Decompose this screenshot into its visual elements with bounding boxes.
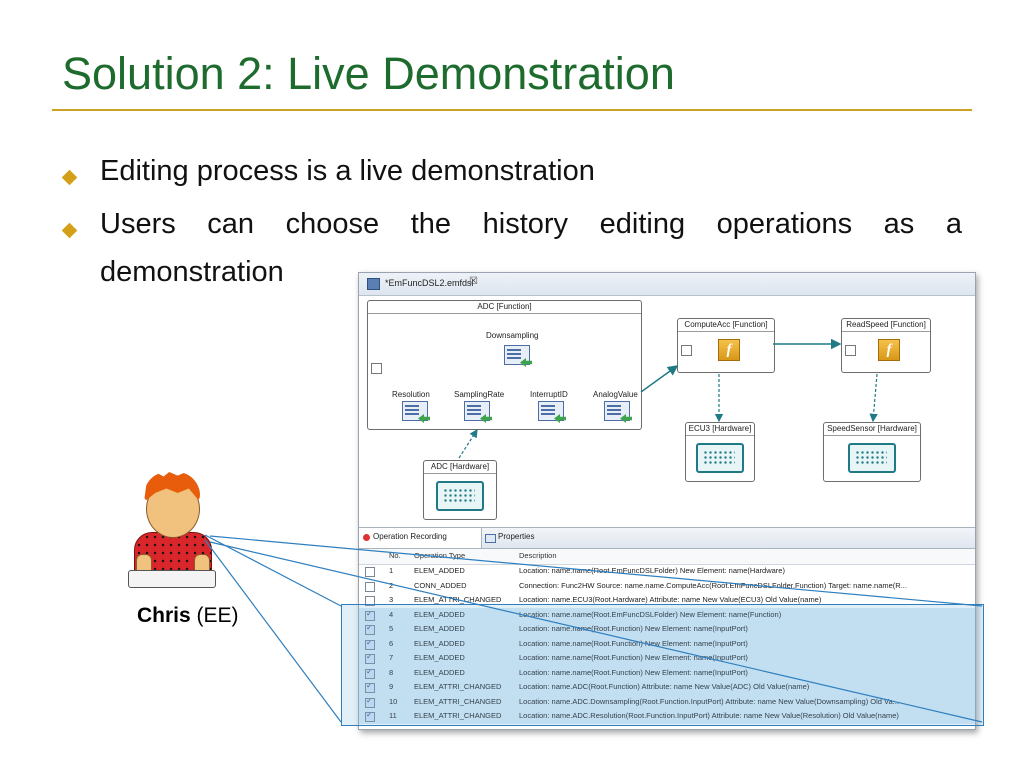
row-number: 1 [389, 566, 394, 575]
expand-icon[interactable] [845, 345, 856, 356]
expand-icon[interactable] [681, 345, 692, 356]
column-header-operation-type[interactable]: Operation Type [414, 551, 466, 560]
bullet-diamond-icon [61, 222, 78, 239]
selected-operations-highlight [341, 604, 984, 726]
input-port-icon[interactable] [464, 401, 490, 421]
expand-icon[interactable] [371, 363, 382, 374]
node-speedsensor-hardware[interactable]: SpeedSensor [Hardware] [823, 422, 921, 482]
table-row[interactable]: 2 CONN_ADDED Connection: Func2HW Source: n… [359, 579, 975, 594]
node-computeacc-function[interactable]: ComputeAcc [Function] f [677, 318, 775, 373]
column-header-description[interactable]: Description [519, 551, 557, 560]
input-port-icon[interactable] [402, 401, 428, 421]
input-port-icon[interactable] [604, 401, 630, 421]
node-title: ADC [Hardware] [424, 461, 496, 474]
user-name: Chris [137, 604, 191, 627]
port-label-samplingrate: SamplingRate [454, 390, 505, 399]
bullet-text: Editing process is a live demonstration [100, 155, 595, 187]
input-port-icon[interactable] [538, 401, 564, 421]
hardware-icon [436, 481, 484, 511]
diagram-file-icon [367, 278, 380, 290]
bullet-text-continuation: demonstration [100, 256, 284, 288]
title-divider [52, 109, 972, 111]
node-ecu3-hardware[interactable]: ECU3 [Hardware] [685, 422, 755, 482]
connection-line [640, 365, 679, 393]
node-title: ECU3 [Hardware] [686, 423, 754, 436]
allocation-link [869, 373, 878, 423]
function-icon: f [718, 339, 740, 361]
node-adc-function[interactable]: ADC [Function] Downsampling Resolution S… [367, 300, 642, 430]
port-label-analogvalue: AnalogValue [593, 390, 638, 399]
node-title: ComputeAcc [Function] [678, 319, 774, 332]
properties-icon [485, 534, 496, 543]
close-icon[interactable]: ☒ [469, 276, 478, 287]
row-checkbox[interactable] [365, 567, 375, 577]
input-port-icon[interactable] [504, 345, 530, 365]
hardware-icon [696, 443, 744, 473]
port-label-downsampling: Downsampling [486, 331, 539, 340]
node-readspeed-function[interactable]: ReadSpeed [Function] f [841, 318, 931, 373]
diagram-connections [458, 338, 878, 459]
node-adc-hardware[interactable]: ADC [Hardware] [423, 460, 497, 520]
record-icon [363, 534, 370, 541]
table-header: No. Operation Type Description [359, 549, 975, 565]
row-number: 3 [389, 595, 394, 604]
row-description: Location: name.name(Root.EmFuncDSLFolder… [519, 566, 785, 575]
node-title: ReadSpeed [Function] [842, 319, 930, 332]
panel-tab-bar: Operation Recording Properties [359, 527, 975, 549]
slide-title: Solution 2: Live Demonstration [62, 48, 675, 99]
user-avatar [128, 470, 218, 600]
keyboard-icon [128, 570, 216, 588]
row-checkbox[interactable] [365, 581, 375, 592]
user-role: (EE) [196, 604, 239, 627]
row-description: Connection: Func2HW Source: name.name.Co… [519, 580, 907, 590]
column-header-no[interactable]: No. [389, 551, 401, 560]
bullet-diamond-icon [61, 169, 78, 186]
connector-line [204, 534, 342, 607]
node-title: ADC [Function] [368, 301, 641, 314]
function-icon: f [878, 339, 900, 361]
allocation-link [458, 428, 478, 459]
diagram-canvas[interactable]: ADC [Function] Downsampling Resolution S… [359, 296, 975, 526]
port-label-resolution: Resolution [392, 390, 430, 399]
tab-properties[interactable]: Properties [498, 532, 535, 541]
editor-tab-label: *EmFuncDSL2.emfdsl [385, 278, 474, 288]
user-label: Chris (EE) [137, 604, 239, 628]
port-label-interruptid: InterruptID [530, 390, 568, 399]
row-description: Location: name.ECU3(Root.Hardware) Attri… [519, 595, 822, 604]
tab-operation-recording[interactable]: Operation Recording [359, 528, 482, 548]
row-operation-type: ELEM_ATTRI_CHANGED [414, 595, 502, 604]
table-row[interactable]: 1 ELEM_ADDED Location: name.name(Root.EmFu… [359, 564, 975, 579]
tab-label: Operation Recording [373, 532, 447, 541]
row-operation-type: ELEM_ADDED [414, 566, 465, 575]
editor-tab[interactable]: *EmFuncDSL2.emfdsl ☒ [359, 273, 975, 296]
row-operation-type: CONN_ADDED [414, 580, 467, 590]
row-number: 2 [389, 580, 394, 590]
hardware-icon [848, 443, 896, 473]
bullet-text: Users can choose the history editing ope… [100, 208, 962, 240]
connector-line [204, 539, 342, 723]
node-title: SpeedSensor [Hardware] [824, 423, 920, 436]
